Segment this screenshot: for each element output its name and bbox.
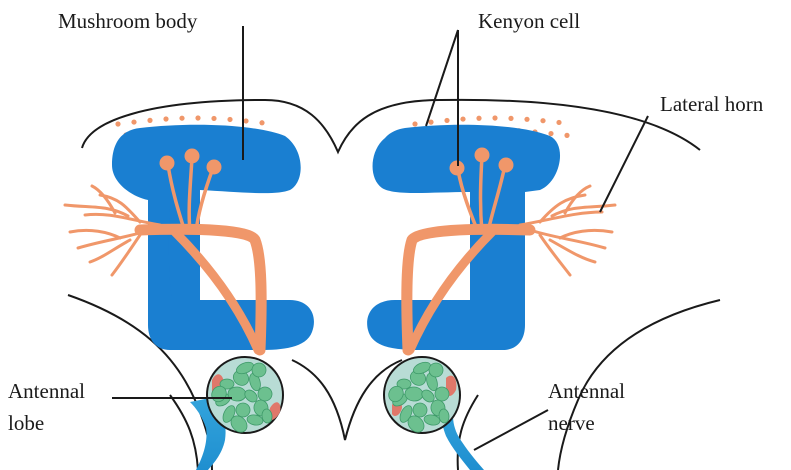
kenyon-cell-body-dot: [147, 118, 152, 123]
kenyon-cell-body-dot: [556, 120, 561, 125]
kenyon-cell-body-dot: [195, 115, 200, 120]
label-antennal-nerve-1: Antennal: [548, 379, 625, 403]
kenyon-cell-body-dot: [548, 131, 553, 136]
mushroom-body-left: [112, 125, 314, 350]
kenyon-cell-body-dot: [492, 115, 497, 120]
kenyon-cell-body-dot: [243, 118, 248, 123]
kenyon-cell-body-dot: [460, 116, 465, 121]
kenyon-cell-body-dot: [476, 116, 481, 121]
kenyon-cell-body-dot: [259, 120, 264, 125]
kenyon-cell-body-dot: [508, 116, 513, 121]
label-mushroom-body: Mushroom body: [58, 9, 198, 33]
kenyon-cell-body-dot: [227, 117, 232, 122]
kenyon-cell-body-dot: [524, 117, 529, 122]
kenyon-cell-body-dot: [412, 121, 417, 126]
kenyon-cell-body-dot: [540, 118, 545, 123]
leader-kenyon-cell-a: [426, 30, 458, 126]
kenyon-cell-body-dot: [115, 121, 120, 126]
kenyon-cell-body-dot: [163, 116, 168, 121]
leader-antennal-nerve: [474, 410, 548, 450]
kenyon-cell-body-dot: [179, 116, 184, 121]
label-kenyon-cell: Kenyon cell: [478, 9, 580, 33]
kenyon-cell-body-dot: [564, 133, 569, 138]
kenyon-cell-body-dot: [444, 118, 449, 123]
mushroom-body-left-gap: [200, 205, 261, 300]
brain-outline-left-inner: [170, 395, 198, 470]
label-antennal-lobe-2: lobe: [8, 411, 44, 435]
mushroom-body-right: [367, 125, 560, 350]
kenyon-cell-body-dot: [211, 116, 216, 121]
kenyon-cell-body-dot: [131, 119, 136, 124]
label-antennal-lobe-1: Antennal: [8, 379, 85, 403]
label-lateral-horn: Lateral horn: [660, 92, 764, 116]
kenyon-cell-body-dot: [428, 120, 433, 125]
leader-lateral-horn: [600, 116, 648, 212]
label-antennal-nerve-2: nerve: [548, 411, 595, 435]
